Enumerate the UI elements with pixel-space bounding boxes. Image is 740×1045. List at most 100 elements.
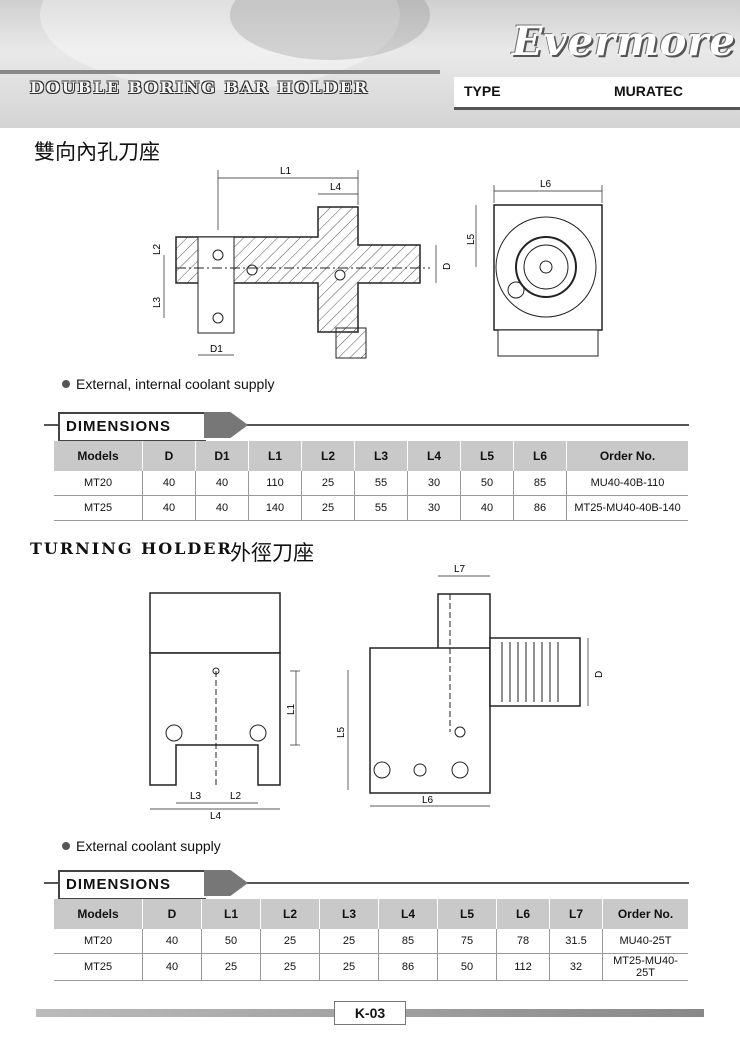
- table-cell: 55: [354, 471, 408, 496]
- col-header: L4: [378, 899, 438, 929]
- col-header: L7: [549, 899, 603, 929]
- table-cell: 40: [142, 495, 196, 521]
- table-cell: 31.5: [549, 929, 603, 954]
- dim-label-L4: L4: [330, 182, 342, 193]
- dimensions-label: DIMENSIONS: [58, 412, 206, 442]
- table-cell: 78: [496, 929, 550, 954]
- table-cell: 30: [407, 471, 461, 496]
- table-cell: 25: [319, 953, 379, 981]
- type-box: TYPE MURATEC: [454, 77, 740, 110]
- divider: [44, 424, 689, 426]
- col-header: L6: [513, 441, 567, 471]
- turning-holder-side-drawing: L7 D L5 L6: [336, 564, 605, 807]
- banner-stripe: [0, 70, 440, 74]
- table-cell: 112: [496, 953, 550, 981]
- table-cell: 25: [301, 495, 355, 521]
- table-cell: 25: [201, 953, 261, 981]
- col-header: L6: [496, 899, 550, 929]
- col-header: L3: [354, 441, 408, 471]
- dim-label-L1: L1: [280, 166, 292, 177]
- coolant-note-text: External, internal coolant supply: [76, 376, 275, 392]
- dim-label-D: D: [594, 671, 605, 678]
- brand-logo: Evermore: [512, 18, 736, 65]
- boring-holder-front-drawing: L6 L5: [466, 179, 603, 357]
- dimensions-header-2: DIMENSIONS: [44, 868, 689, 900]
- col-header: Order No.: [566, 441, 688, 471]
- table-row: MT20 40 40 110 25 55 30 50 85 MU40-40B-1…: [54, 471, 688, 496]
- table-cell: MT20: [54, 929, 143, 954]
- table-cell: 85: [378, 929, 438, 954]
- coolant-note-text: External coolant supply: [76, 838, 221, 854]
- table-cell: 55: [354, 495, 408, 521]
- table-cell: 50: [437, 953, 497, 981]
- col-header: L1: [201, 899, 261, 929]
- dim-label-L6: L6: [422, 795, 434, 806]
- divider: [44, 882, 689, 884]
- col-header: D: [142, 899, 202, 929]
- col-header: L5: [437, 899, 497, 929]
- table-cell: 40: [142, 953, 202, 981]
- table-cell: MU40-40B-110: [566, 471, 688, 496]
- section2-title-cn: 外徑刀座: [230, 542, 314, 565]
- table-header-row: Models D L1 L2 L3 L4 L5 L6 L7 Order No.: [54, 899, 688, 929]
- table-cell: 50: [201, 929, 261, 954]
- table-cell: MT20: [54, 471, 143, 496]
- table-cell: MT25-MU40-25T: [602, 953, 688, 981]
- dim-label-L3: L3: [190, 791, 202, 802]
- arrow-icon: [204, 412, 248, 438]
- dim-label-L6: L6: [540, 179, 552, 190]
- table-row: MT20 40 50 25 25 85 75 78 31.5 MU40-25T: [54, 929, 688, 954]
- dim-label-D: D: [442, 263, 453, 270]
- table-cell: 30: [407, 495, 461, 521]
- table-cell: MT25: [54, 953, 143, 981]
- page-number: K-03: [334, 1001, 406, 1025]
- dim-label-L2: L2: [152, 243, 163, 255]
- col-header: Order No.: [602, 899, 688, 929]
- table-cell: MU40-25T: [602, 929, 688, 954]
- col-header: L4: [407, 441, 461, 471]
- dimensions-header-1: DIMENSIONS: [44, 410, 689, 442]
- col-header: Models: [54, 899, 143, 929]
- col-header: L5: [460, 441, 514, 471]
- col-header: Models: [54, 441, 143, 471]
- table-cell: 86: [378, 953, 438, 981]
- table-cell: 25: [319, 929, 379, 954]
- coolant-note-1: External, internal coolant supply: [62, 376, 274, 392]
- table-cell: 75: [437, 929, 497, 954]
- dimensions-label: DIMENSIONS: [58, 870, 206, 900]
- section2-title: TURNING HOLDER: [30, 539, 233, 558]
- table-cell: 32: [549, 953, 603, 981]
- table-cell: 40: [195, 495, 249, 521]
- table-header-row: Models D D1 L1 L2 L3 L4 L5 L6 Order No.: [54, 441, 688, 471]
- table-cell: 86: [513, 495, 567, 521]
- table-cell: 40: [460, 495, 514, 521]
- table-row: MT25 40 40 140 25 55 30 40 86 MT25-MU40-…: [54, 495, 688, 521]
- bullet-icon: [62, 380, 70, 388]
- dim-label-L2: L2: [230, 791, 242, 802]
- col-header: L1: [248, 441, 302, 471]
- section-title: DOUBLE BORING BAR HOLDER: [30, 78, 370, 97]
- table-row: MT25 40 25 25 25 86 50 112 32 MT25-MU40-…: [54, 953, 688, 981]
- table-cell: 25: [301, 471, 355, 496]
- table-cell: 25: [260, 929, 320, 954]
- table-cell: 110: [248, 471, 302, 496]
- coolant-note-2: External coolant supply: [62, 838, 221, 854]
- dim-label-L5: L5: [336, 726, 347, 738]
- dim-label-D1: D1: [210, 344, 223, 355]
- table-cell: MT25-MU40-40B-140: [566, 495, 688, 521]
- type-label: TYPE: [464, 83, 501, 99]
- table-cell: 25: [260, 953, 320, 981]
- section1-title-cn: 雙向內孔刀座: [34, 140, 160, 164]
- table-cell: 40: [142, 471, 196, 496]
- table-cell: 40: [142, 929, 202, 954]
- arrow-icon: [204, 870, 248, 896]
- dim-label-L1: L1: [286, 703, 297, 715]
- col-header: L3: [319, 899, 379, 929]
- col-header: L2: [301, 441, 355, 471]
- turning-holder-front-drawing: L1 L3 L2 L4: [149, 592, 300, 822]
- col-header: D: [142, 441, 196, 471]
- type-value: MURATEC: [614, 83, 683, 99]
- col-header: L2: [260, 899, 320, 929]
- table-cell: 85: [513, 471, 567, 496]
- table-cell: 40: [195, 471, 249, 496]
